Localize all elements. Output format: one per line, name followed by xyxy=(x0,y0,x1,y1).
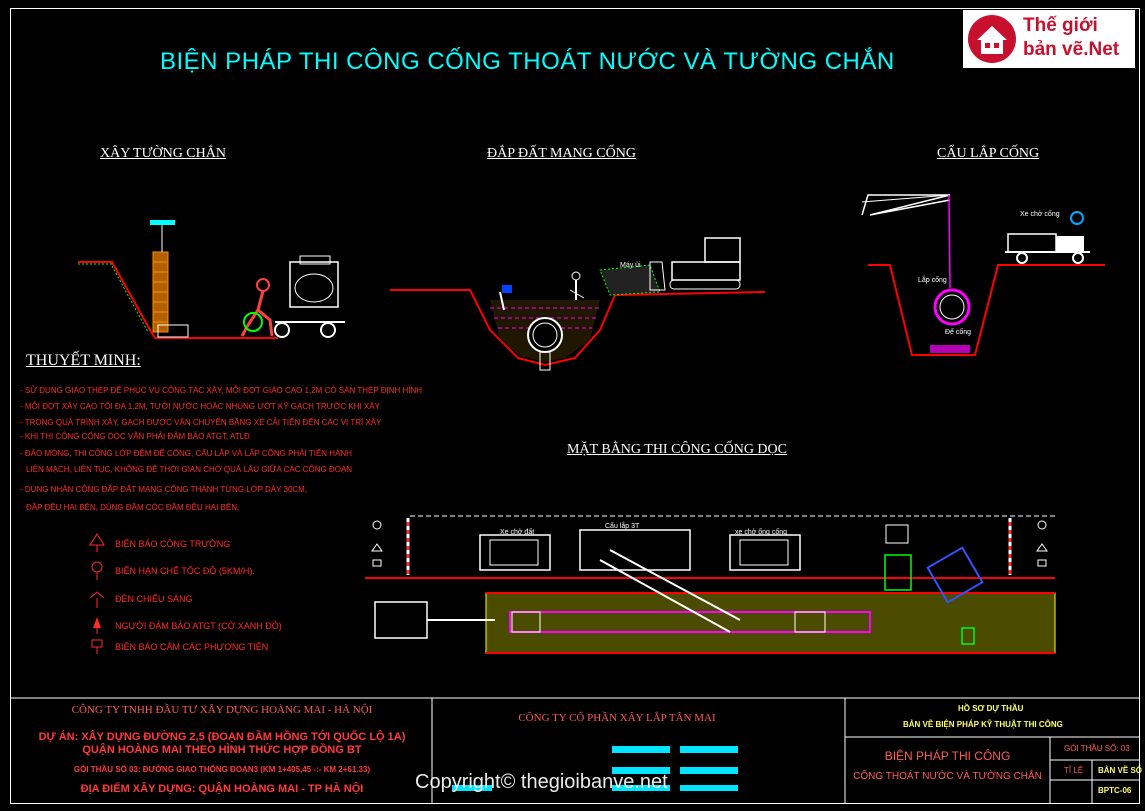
note-line: - KHI THI CÔNG CỐNG DỌC VẪN PHẢI ĐẢM BẢO… xyxy=(20,432,250,441)
section-title-backfill: ĐẮP ĐẤT MANG CỐNG xyxy=(487,146,636,161)
logo-text-line2: bản vẽ.Net xyxy=(1023,39,1120,60)
tb-package: GÓI THẦU SỐ 03: ĐƯỜNG GIAO THÔNG ĐOẠN3 (… xyxy=(73,765,371,774)
tb-project-line1: DỰ ÁN: XÂY DỰNG ĐƯỜNG 2,5 (ĐOẠN ĐẦM HỒNG… xyxy=(38,731,406,743)
note-line: - SỬ DỤNG GIÁO THÉP ĐỂ PHỤC VỤ CÔNG TÁC … xyxy=(20,386,423,395)
title-block-frame xyxy=(10,697,1140,804)
label-cau-lap: Cẩu lắp 3T xyxy=(605,523,640,530)
backfill-diagram xyxy=(390,237,766,371)
label-xe-cho-cong-plan: xe chở ống cống xyxy=(735,529,788,536)
legend-flagman: NGƯỜI ĐẢM BẢO ATGT (CỜ XANH ĐỎ) xyxy=(115,621,282,631)
house-logo-icon xyxy=(968,15,1016,63)
section-title-crane: CẨU LẮP CỐNG xyxy=(937,146,1040,161)
note-line: - ĐÀO MÓNG, THI CÔNG LỚP ĐỆM ĐỂ CỐNG, CẨ… xyxy=(20,449,352,458)
sheet-border xyxy=(10,8,1140,804)
tb-scale-label: TỈ LỆ xyxy=(1064,766,1084,775)
label-xe-cho-dat: Xe chở đất xyxy=(500,529,535,536)
tb-location: ĐỊA ĐIỂM XÂY DỰNG: QUẬN HOÀNG MAI - TP H… xyxy=(80,783,364,795)
tb-drawing-line1: BIỆN PHÁP THI CÔNG xyxy=(884,749,1011,763)
label-may-ui: Máy ủi xyxy=(620,262,641,269)
tb-project-line2: QUẬN HOÀNG MAI THEO HÌNH THỨC HỢP ĐỒNG B… xyxy=(82,744,362,756)
label-lap-cong: Lắp cống xyxy=(918,277,947,284)
logo-text-line1: Thế giới xyxy=(1023,15,1098,36)
section-title-retaining-wall: XÂY TƯỜNG CHẮN xyxy=(100,146,226,161)
legend-icons xyxy=(89,533,105,654)
notes-title: THUYẾT MINH: xyxy=(26,352,141,369)
note-line: - DÙNG NHÂN CÔNG ĐẮP ĐẤT MANG CỐNG THÀNH… xyxy=(20,485,308,494)
tb-sheet-number: BPTC-06 xyxy=(1098,786,1132,795)
plan-view-diagram xyxy=(365,515,1056,654)
note-line: ĐẮP ĐỀU HAI BÊN, DÙNG ĐẦM CÓC ĐẦM ĐỀU HA… xyxy=(26,503,240,512)
drawing-title: BIỆN PHÁP THI CÔNG CỐNG THOÁT NƯỚC VÀ TƯ… xyxy=(160,48,895,75)
note-line: LIÊN MẠCH, LIÊN TỤC, KHÔNG ĐỂ THỜI GIAN … xyxy=(26,465,353,474)
legend-speed-limit: BIỂN HẠN CHẾ TỐC ĐỘ (5KM/H). xyxy=(115,566,255,576)
tb-drawing-line2: CỐNG THOÁT NƯỚC VÀ TƯỜNG CHẮN xyxy=(853,771,1042,782)
site-logo[interactable]: Thế giới bản vẽ.Net xyxy=(963,10,1135,68)
tb-package-no: GÓI THẦU SỐ: 03 xyxy=(1064,744,1130,753)
legend-no-vehicles: BIỂN BÁO CẤM CÁC PHƯƠNG TIỆN xyxy=(115,642,269,652)
tb-company: CÔNG TY TNHH ĐẦU TƯ XÂY DỰNG HOÀNG MAI -… xyxy=(71,704,373,716)
retaining-wall-diagram xyxy=(78,220,345,339)
label-de-cong: Đế cống xyxy=(945,329,972,336)
tb-sheet-label: BẢN VẼ SỐ xyxy=(1098,766,1143,775)
tb-doc-line2: BẢN VẼ BIỆN PHÁP KỸ THUẬT THI CÔNG xyxy=(903,720,1063,729)
note-line: - MỖI ĐỢT XÂY CAO TỐI ĐA 1.2M, TƯỚI NƯỚC… xyxy=(20,402,380,411)
tb-contractor: CÔNG TY CỔ PHẦN XÂY LẮP TÂN MAI xyxy=(518,712,716,724)
tb-doc-line1: HỒ SƠ DỰ THẦU xyxy=(958,704,1024,713)
section-title-plan: MẶT BẰNG THI CÔNG CỐNG DỌC xyxy=(567,442,787,457)
crane-diagram xyxy=(861,194,1105,356)
copyright-watermark: Copyright© thegioibanve.net xyxy=(415,771,668,793)
label-xe-cho-cong: Xe chở cống xyxy=(1020,211,1060,218)
legend-warning-sign: BIỂN BÁO CÔNG TRƯỜNG xyxy=(115,539,231,549)
note-line: - TRONG QUÁ TRÌNH XÂY, GẠCH ĐƯỢC VẬN CHU… xyxy=(20,418,382,427)
legend-lamp: ĐÈN CHIẾU SÁNG xyxy=(115,594,193,604)
